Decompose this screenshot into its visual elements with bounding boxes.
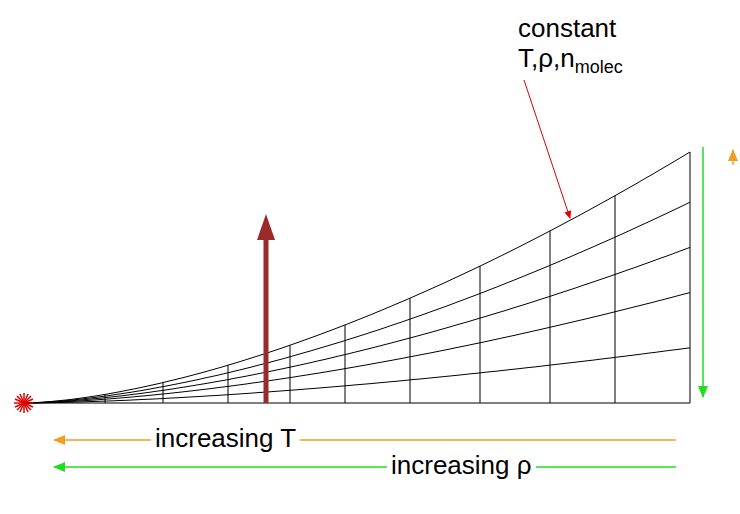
grid-vertical	[615, 196, 616, 403]
axis-label: increasing T	[151, 424, 300, 453]
source-star	[14, 393, 34, 413]
density-axis-arrow	[54, 466, 676, 468]
temperature-axis-arrow	[54, 439, 676, 441]
grid-vertical	[410, 298, 411, 403]
density-arrow	[702, 147, 704, 397]
temperature-arrow	[732, 150, 734, 165]
subscript-label: molec	[575, 58, 623, 78]
grid-vertical	[690, 152, 691, 403]
grid-curve	[24, 293, 690, 403]
grid-lines	[24, 152, 690, 403]
grid-curve	[24, 202, 690, 403]
leader-line	[524, 80, 570, 218]
note-label: constant	[514, 14, 620, 43]
grid-curve	[24, 152, 690, 403]
axis-label: increasing ρ	[387, 451, 536, 480]
grid-vertical	[345, 325, 346, 403]
grid-vertical	[290, 345, 291, 403]
brown-arrow	[264, 238, 269, 403]
brown-arrowhead	[257, 214, 275, 240]
grid-vertical	[228, 365, 229, 403]
grid-vertical	[480, 266, 481, 403]
grid-vertical	[105, 394, 106, 403]
grid-vertical	[163, 383, 164, 404]
grid-curve	[24, 247, 690, 403]
grid-vertical	[550, 231, 551, 403]
grid-curve	[24, 348, 690, 403]
note-label: T,ρ,n	[514, 44, 579, 73]
grid-baseline	[24, 403, 690, 404]
